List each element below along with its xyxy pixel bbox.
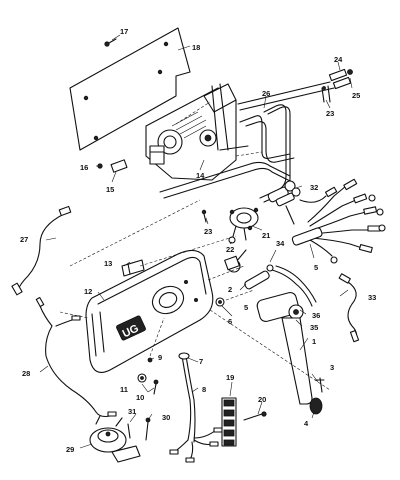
hardware-6-11 — [137, 297, 225, 395]
callout-26: 26 — [262, 89, 270, 98]
callout-5a: 5 — [244, 303, 248, 312]
callout-30: 30 — [162, 413, 170, 422]
callout-34: 34 — [276, 239, 285, 248]
callout-21: 21 — [262, 231, 270, 240]
screw-17 — [104, 38, 117, 47]
callout-32: 32 — [310, 183, 318, 192]
callout-18: 18 — [192, 43, 200, 52]
control-mechanism — [145, 83, 249, 181]
harness-28 — [35, 296, 117, 418]
callout-9: 9 — [158, 353, 162, 362]
callout-10: 10 — [136, 393, 144, 402]
horn-29 — [89, 415, 141, 463]
callout-3: 3 — [330, 363, 334, 372]
wire-lead-33 — [338, 273, 360, 343]
leader-lines — [39, 34, 353, 449]
callout-2: 2 — [228, 285, 232, 294]
control-handle-1 — [256, 291, 323, 415]
callout-15: 15 — [106, 185, 114, 194]
ignition-switch-21 — [229, 207, 259, 241]
callout-5b: 5 — [314, 263, 318, 272]
callout-1: 1 — [312, 337, 316, 346]
fitting-15-16 — [97, 159, 128, 173]
control-housing-12: UG — [85, 249, 214, 373]
callout-6: 6 — [228, 317, 232, 326]
callout-13: 13 — [104, 259, 112, 268]
hardware-22-23 — [201, 209, 236, 244]
cable-ends-24-25 — [321, 68, 353, 103]
callout-8: 8 — [202, 385, 206, 394]
callout-27: 27 — [20, 235, 28, 244]
wire-lead-27 — [11, 205, 72, 296]
callout-4: 4 — [304, 419, 309, 428]
terminal-block-19 — [221, 397, 237, 447]
callout-labels: 1 2 3 4 5 5 6 7 8 9 10 11 12 13 14 15 16… — [20, 27, 376, 454]
callout-16: 16 — [80, 163, 88, 172]
rod-5 — [224, 249, 270, 290]
callout-14: 14 — [196, 171, 205, 180]
callout-25: 25 — [352, 91, 360, 100]
bracket-13 — [121, 259, 145, 277]
callout-22: 22 — [226, 245, 234, 254]
callout-33: 33 — [368, 293, 376, 302]
callout-23b: 23 — [326, 109, 334, 118]
cable-34-36 — [266, 264, 317, 307]
callout-24: 24 — [334, 55, 343, 64]
callout-7: 7 — [199, 357, 203, 366]
callout-29: 29 — [66, 445, 74, 454]
wiring-harness — [291, 178, 386, 264]
callout-23a: 23 — [204, 227, 212, 236]
screw-20 — [243, 411, 267, 421]
screws-30-31 — [127, 417, 151, 441]
harness-7-8 — [169, 352, 223, 463]
callout-28: 28 — [22, 369, 30, 378]
callout-31: 31 — [128, 407, 136, 416]
callout-36: 36 — [312, 311, 320, 320]
callout-11: 11 — [120, 385, 128, 394]
callout-19: 19 — [226, 373, 234, 382]
callout-12: 12 — [84, 287, 92, 296]
ignition-key-32 — [267, 180, 301, 225]
callout-17: 17 — [120, 27, 128, 36]
alignment-lines — [59, 101, 331, 391]
callout-20: 20 — [258, 395, 266, 404]
pin-3 — [315, 377, 325, 393]
mounting-plate — [69, 27, 191, 151]
callout-35: 35 — [310, 323, 318, 332]
